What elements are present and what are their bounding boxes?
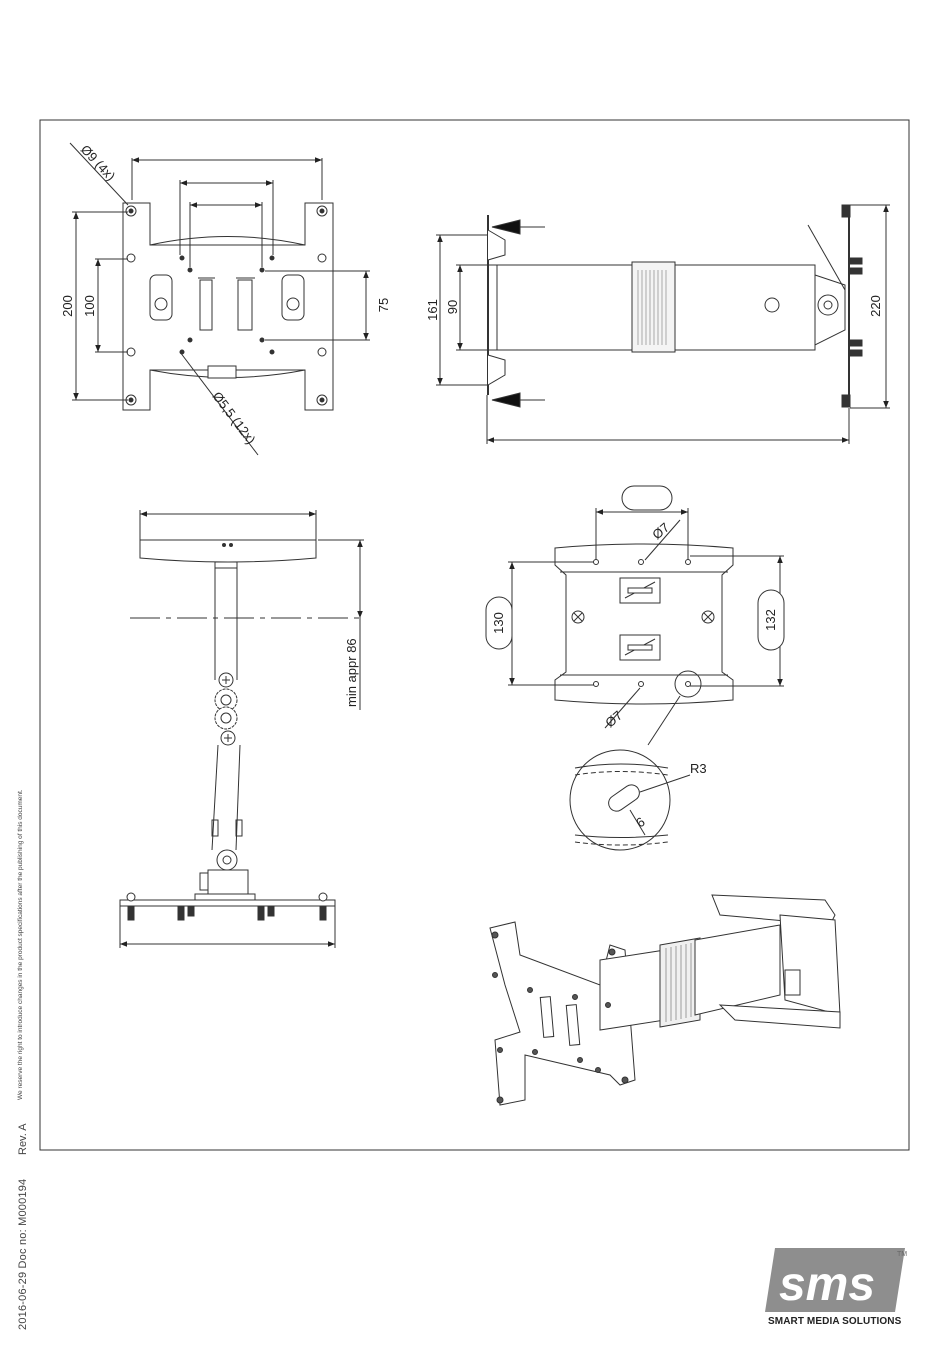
dim-130: 130 xyxy=(491,612,506,634)
side-view xyxy=(436,205,890,444)
brand-tagline: SMART MEDIA SOLUTIONS xyxy=(768,1316,901,1327)
sms-logo: sms TM xyxy=(765,1240,915,1350)
top-view-arm xyxy=(120,510,365,948)
trademark: TM xyxy=(897,1251,907,1258)
dim-min-appr-86: min appr 86 xyxy=(344,638,359,707)
dim-132: 132 xyxy=(763,609,778,631)
dim-hole-9: Ø9 (4x) xyxy=(78,142,119,184)
dim-90: 90 xyxy=(445,300,460,314)
dim-220: 220 xyxy=(868,295,883,317)
back-plate-view xyxy=(486,486,784,850)
logo-text: sms xyxy=(779,1258,875,1311)
revision-label: Rev. A xyxy=(17,1123,29,1155)
dim-75: 75 xyxy=(376,298,391,312)
dim-200: 200 xyxy=(60,295,75,317)
document-meta: 2016-06-29 Doc no: M000194 xyxy=(17,1179,29,1330)
dim-hole-5-5: Ø5,5 (12x) xyxy=(210,389,259,447)
dim-161: 161 xyxy=(425,299,440,321)
dim-100: 100 xyxy=(82,295,97,317)
disclaimer-text: We reserve the right to introduce change… xyxy=(17,789,24,1100)
isometric-view xyxy=(490,895,840,1105)
dim-hole-7-top: Ø7 xyxy=(649,520,672,543)
dim-r3: R3 xyxy=(690,761,707,776)
